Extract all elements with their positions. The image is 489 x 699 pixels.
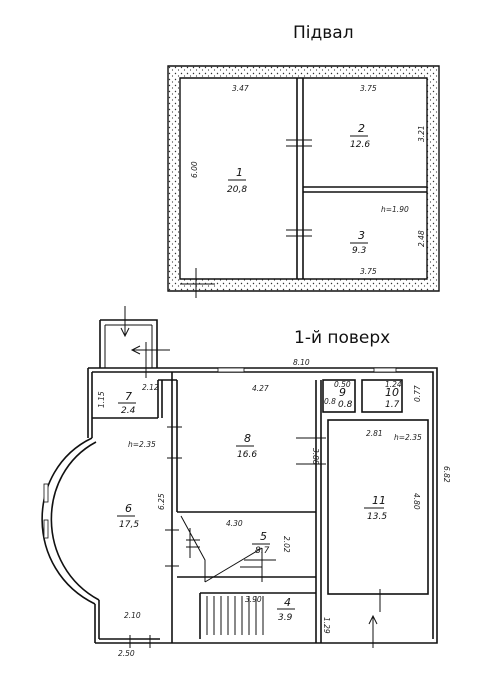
- ff-dim-top-total: 8.10: [293, 358, 310, 367]
- ff-room-8-area: 16.6: [237, 450, 257, 460]
- ff-dim-room10-w: 1.24: [385, 380, 402, 389]
- window-bay-1: [43, 483, 49, 503]
- ff-dim-room8-w: 4.27: [252, 384, 269, 393]
- ff-room-5-area: 8.7: [255, 546, 270, 556]
- ff-height-a: h=2.35: [128, 440, 156, 449]
- ff-room-11-area: 13.5: [367, 512, 387, 522]
- ff-room-11-number: 11: [372, 494, 386, 507]
- ff-dim-room10-h: 0.77: [413, 385, 422, 402]
- ff-dim-room4-h: 1.29: [322, 617, 331, 634]
- ff-room-6-number: 6: [125, 502, 132, 515]
- ff-room-9-area: 0.8: [338, 400, 353, 410]
- ff-room-9-number: 9: [339, 386, 346, 399]
- first-floor-outer-wall: [88, 367, 438, 644]
- basement-dim-right-upper: 3.21: [417, 125, 426, 142]
- basement-dim-bottom: 3.75: [360, 267, 377, 276]
- basement-dim-left: 6.00: [190, 161, 199, 178]
- ff-room-10-number: 10: [385, 386, 399, 399]
- basement-room-1-number: 1: [236, 166, 243, 179]
- basement-room-3-area: 9.3: [352, 246, 367, 256]
- ff-dim-room7-w: 2.12: [142, 383, 159, 392]
- basement-room-2-number: 2: [358, 122, 365, 135]
- basement-heading: Підвал: [293, 23, 354, 43]
- window-bay-2: [43, 519, 49, 539]
- window-room-10: [373, 367, 397, 373]
- ff-room-4-area: 3.9: [278, 613, 293, 623]
- basement-dim-top-right: 3.75: [360, 84, 377, 93]
- room-11-box: [327, 419, 429, 595]
- ff-dim-room7-h: 1.15: [97, 391, 106, 408]
- room-9-box: [322, 379, 356, 413]
- ff-room-7-number: 7: [125, 390, 132, 403]
- basement-room-1-area: 20,8: [227, 185, 247, 195]
- ff-room-5-number: 5: [260, 530, 267, 543]
- first-floor-plan: 8.10 2.12 1.15 4.27 0.50 0.8 1.24 0.77 3…: [41, 306, 451, 658]
- window-room-8: [217, 367, 245, 373]
- ff-dim-room8-h: 3.88: [311, 448, 320, 465]
- entry-steps: [206, 596, 264, 635]
- entrance-porch: [100, 319, 158, 368]
- basement-room-3-number: 3: [358, 229, 365, 242]
- ff-room-7-area: 2.4: [121, 406, 136, 416]
- bay-window-wall: [41, 437, 96, 605]
- ff-dim-room5-h: 2.02: [282, 536, 291, 553]
- ff-room-4-number: 4: [284, 596, 291, 609]
- basement-outer-wall: [167, 65, 440, 292]
- ff-room-8-number: 8: [244, 432, 251, 445]
- basement-room-2-area: 12.6: [350, 140, 370, 150]
- ff-dim-room11-w: 2.81: [366, 429, 383, 438]
- ff-dim-room5-w: 4.30: [226, 519, 243, 528]
- ff-dim-room9-h: 0.8: [324, 397, 336, 406]
- ff-dim-bottom-inner: 2.10: [124, 611, 141, 620]
- ff-room-10-area: 1.7: [385, 400, 400, 410]
- staircase: [180, 515, 206, 582]
- basement-plan: 3.47 3.75 6.00 3.21 2.48 3.75 h=1.90 1 2…: [167, 65, 440, 298]
- room-10-box: [361, 379, 403, 413]
- ff-dim-room9-w: 0.50: [334, 380, 351, 389]
- ff-height-b: h=2.35: [394, 433, 422, 442]
- ff-room-6-area: 17,5: [119, 520, 139, 530]
- ff-dim-bottom-outer: 2.50: [118, 649, 135, 658]
- basement-dim-top-left: 3.47: [232, 84, 249, 93]
- ff-dim-room6-h: 6.25: [157, 493, 166, 510]
- basement-dim-right-lower: 2.48: [417, 230, 426, 247]
- first-floor-heading: 1-й поверх: [294, 328, 391, 348]
- ff-dim-room11-h: 4.80: [412, 493, 421, 510]
- ff-dim-right-total: 6.82: [442, 466, 451, 483]
- ff-dim-room4-w: 3.90: [245, 595, 262, 604]
- basement-height-note: h=1.90: [381, 205, 409, 214]
